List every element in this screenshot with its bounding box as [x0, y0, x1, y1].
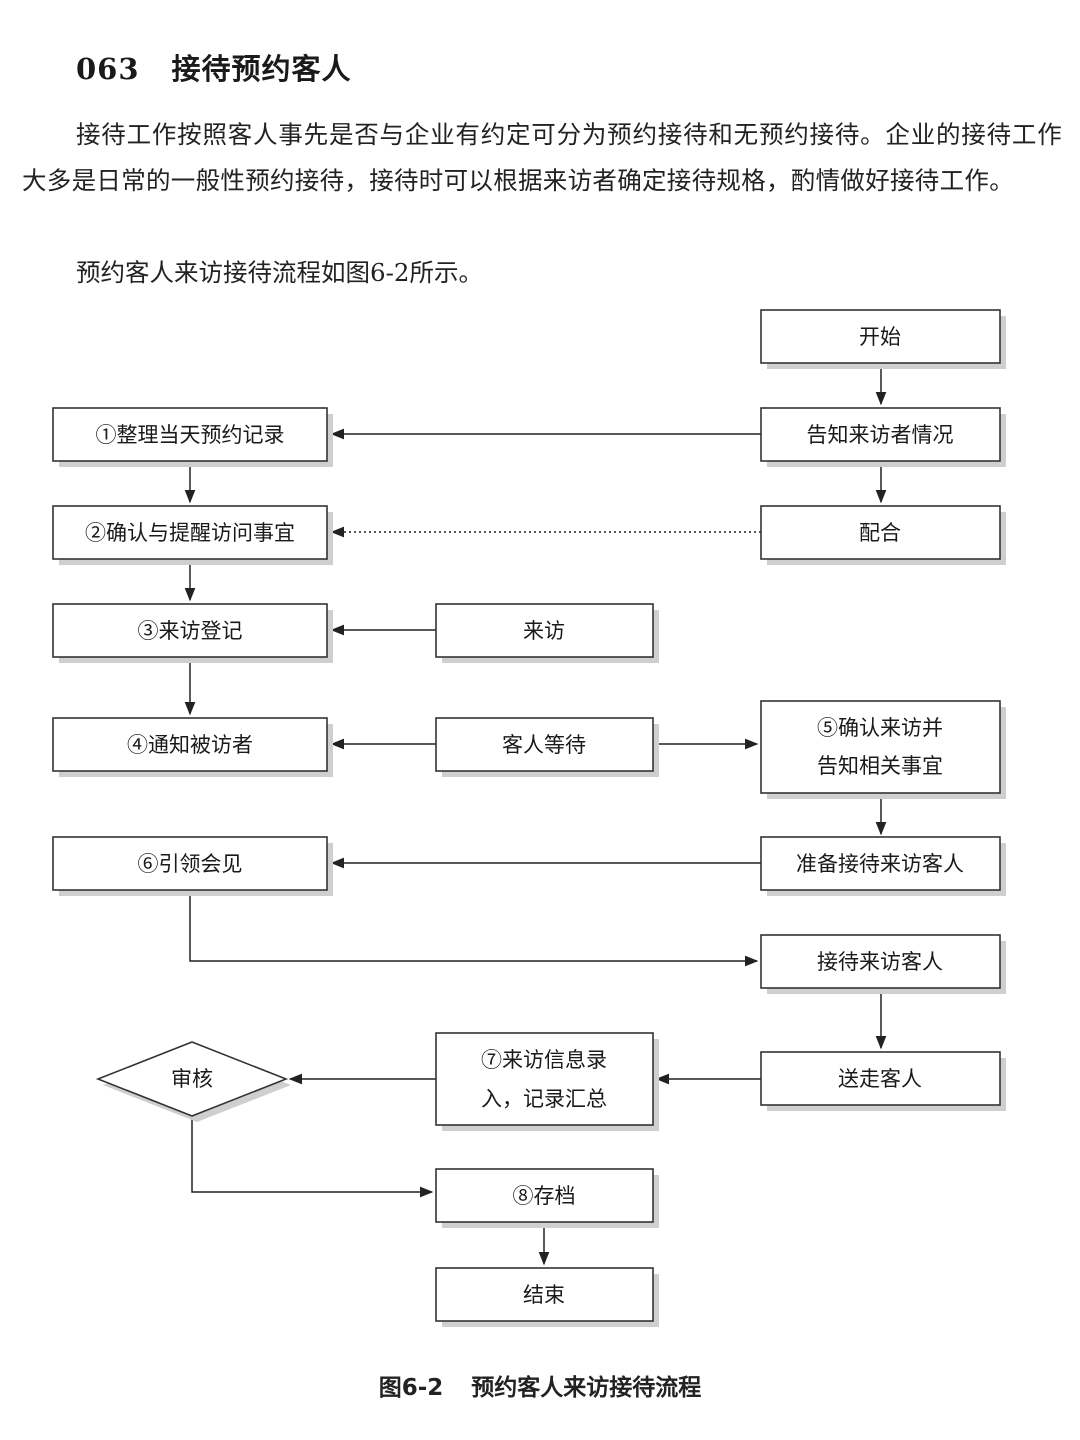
- section-heading: 063 接待预约客人: [76, 46, 352, 88]
- step5-node: ⑤确认来访并 告知相关事宜: [760, 700, 1006, 799]
- figure-number: 图6-2: [378, 1375, 444, 1401]
- start-label: 开始: [859, 325, 901, 349]
- arrow-review-to-step8: [191, 1116, 434, 1198]
- inform-visitor-node: 告知来访者情况: [760, 407, 1006, 467]
- section-title: 接待预约客人: [171, 52, 352, 86]
- intro-paragraph: 接待工作按照客人事先是否与企业有约定可分为预约接待和无预约接待。企业的接待工作大…: [22, 120, 1062, 195]
- step3-label: ③来访登记: [138, 619, 243, 643]
- figure-title: 预约客人来访接待流程: [471, 1375, 702, 1401]
- prepare-node: 准备接待来访客人: [760, 836, 1006, 896]
- guest-wait-node: 客人等待: [435, 717, 659, 777]
- cooperate-node: 配合: [760, 505, 1006, 565]
- step3-node: ③来访登记: [52, 603, 333, 663]
- flow-connectors: [184, 363, 887, 1266]
- receive-node: 接待来访客人: [760, 934, 1006, 994]
- step7-label-line2: 入，记录汇总: [481, 1087, 607, 1111]
- step8-node: ⑧存档: [435, 1168, 659, 1228]
- figure-reference-paragraph: 预约客人来访接待流程如图6-2所示。: [76, 258, 483, 287]
- step5-label-line1: ⑤确认来访并: [817, 716, 943, 740]
- prepare-label: 准备接待来访客人: [796, 852, 964, 876]
- end-label: 结束: [523, 1283, 565, 1307]
- step7-label-line1: ⑦来访信息录: [481, 1048, 607, 1072]
- end-node: 结束: [435, 1267, 659, 1327]
- step6-node: ⑥引领会见: [52, 836, 333, 896]
- step2-label: ②确认与提醒访问事宜: [85, 521, 295, 545]
- step4-label: ④通知被访者: [127, 733, 253, 757]
- see-off-label: 送走客人: [838, 1067, 922, 1091]
- step7-node: ⑦来访信息录 入，记录汇总: [435, 1032, 659, 1131]
- figure-caption: 图6-2 预约客人来访接待流程: [0, 1368, 1080, 1402]
- step1-label: ①整理当天预约记录: [96, 423, 285, 447]
- see-off-node: 送走客人: [760, 1051, 1006, 1111]
- step1-node: ①整理当天预约记录: [52, 407, 333, 467]
- visit-label: 来访: [523, 619, 565, 643]
- visit-node: 来访: [435, 603, 659, 663]
- step2-node: ②确认与提醒访问事宜: [52, 505, 333, 565]
- arrow-step6-to-receive: [189, 890, 759, 967]
- guest-wait-label: 客人等待: [502, 733, 586, 757]
- start-node: 开始: [760, 309, 1006, 369]
- step8-label: ⑧存档: [513, 1184, 576, 1208]
- step4-node: ④通知被访者: [52, 717, 333, 777]
- cooperate-label: 配合: [859, 521, 901, 545]
- step6-label: ⑥引领会见: [138, 852, 243, 876]
- step5-label-line2: 告知相关事宜: [817, 754, 943, 778]
- review-label: 审核: [171, 1067, 213, 1091]
- receive-label: 接待来访客人: [817, 950, 943, 974]
- section-number: 063: [76, 52, 140, 86]
- review-decision-node: 审核: [95, 1041, 291, 1122]
- inform-visitor-label: 告知来访者情况: [807, 423, 954, 447]
